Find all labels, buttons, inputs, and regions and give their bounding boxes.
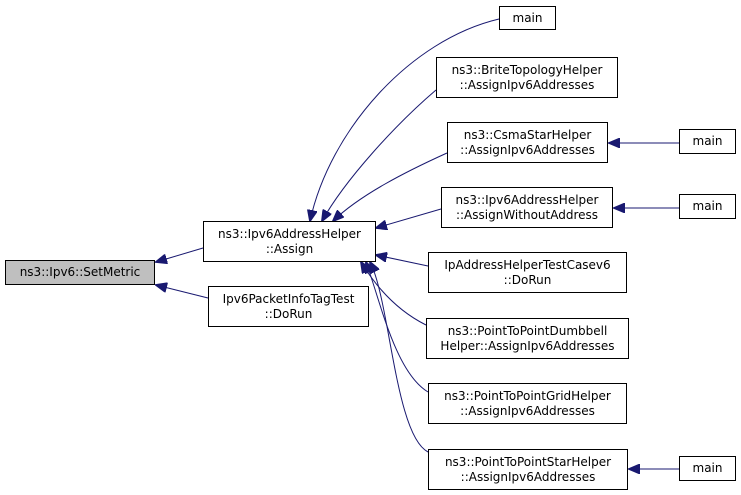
node-label-line: ns3::PointToPointStarHelper xyxy=(444,454,612,469)
edge-brite-to-assign xyxy=(322,89,437,221)
edge-assign-to-set-metric xyxy=(156,247,204,262)
node-assign-without-address[interactable]: ns3::Ipv6AddressHelper::AssignWithoutAdd… xyxy=(441,187,613,228)
node-label-line: main xyxy=(692,199,723,213)
node-main-csma[interactable]: main xyxy=(679,129,736,154)
node-csma-star-helper[interactable]: ns3::CsmaStarHelper::AssignIpv6Addresses xyxy=(447,122,608,163)
edge-testcase-to-assign xyxy=(376,255,429,267)
edge-dumbbell-to-assign xyxy=(361,262,427,326)
node-label-line: ns3::CsmaStarHelper xyxy=(463,127,592,142)
node-label-line: ::AssignIpv6Addresses xyxy=(460,403,595,418)
edge-grid-to-assign xyxy=(366,262,429,393)
node-label-line: ::AssignIpv6Addresses xyxy=(460,469,596,484)
node-label-line: ::AssignWithoutAddress xyxy=(455,207,599,222)
edge-packet-info-to-set-metric xyxy=(156,285,209,299)
node-main-without-address[interactable]: main xyxy=(679,194,736,219)
node-main-top[interactable]: main xyxy=(499,6,556,30)
edge-star-to-assign xyxy=(370,262,429,453)
node-label-line: ns3::PointToPointGridHelper xyxy=(444,388,611,403)
node-label-line: Ipv6PacketInfoTagTest xyxy=(222,291,355,306)
node-ipv6-address-helper-assign[interactable]: ns3::Ipv6AddressHelper::Assign xyxy=(203,221,376,262)
node-ipv6-packet-info-tag-test-dorun[interactable]: Ipv6PacketInfoTagTest::DoRun xyxy=(208,286,369,327)
node-brite-topology-helper[interactable]: ns3::BriteTopologyHelper::AssignIpv6Addr… xyxy=(436,57,618,98)
edge-without-to-assign xyxy=(376,208,442,228)
node-ip-address-helper-test-case[interactable]: IpAddressHelperTestCasev6::DoRun xyxy=(428,252,627,293)
node-point-to-point-grid-helper[interactable]: ns3::PointToPointGridHelper::AssignIpv6A… xyxy=(428,383,627,424)
node-label-line: IpAddressHelperTestCasev6 xyxy=(444,257,611,272)
edge-csma-to-assign xyxy=(333,152,448,221)
node-label-line: main xyxy=(692,134,723,148)
node-label-line: ::DoRun xyxy=(264,306,313,321)
node-label-line: ::DoRun xyxy=(503,272,552,287)
node-label-line: ::AssignIpv6Addresses xyxy=(460,142,595,157)
node-label-line: ::AssignIpv6Addresses xyxy=(459,77,595,92)
node-label-line: ns3::Ipv6::SetMetric xyxy=(19,265,141,279)
node-point-to-point-star-helper[interactable]: ns3::PointToPointStarHelper::AssignIpv6A… xyxy=(428,449,628,490)
node-label-line: ns3::Ipv6AddressHelper xyxy=(218,226,361,241)
node-set-metric: ns3::Ipv6::SetMetric xyxy=(5,260,155,285)
node-label-line: main xyxy=(692,461,723,475)
node-label-line: ns3::Ipv6AddressHelper xyxy=(455,192,599,207)
edge-main-top-to-assign xyxy=(310,18,500,221)
node-label-line: ns3::PointToPointDumbbell xyxy=(447,323,608,338)
node-label-line: main xyxy=(512,10,543,25)
node-label-line: ::Assign xyxy=(265,241,314,256)
node-label-line: Helper::AssignIpv6Addresses xyxy=(440,338,615,353)
node-label-line: ns3::BriteTopologyHelper xyxy=(451,62,603,77)
node-main-star[interactable]: main xyxy=(679,456,736,481)
